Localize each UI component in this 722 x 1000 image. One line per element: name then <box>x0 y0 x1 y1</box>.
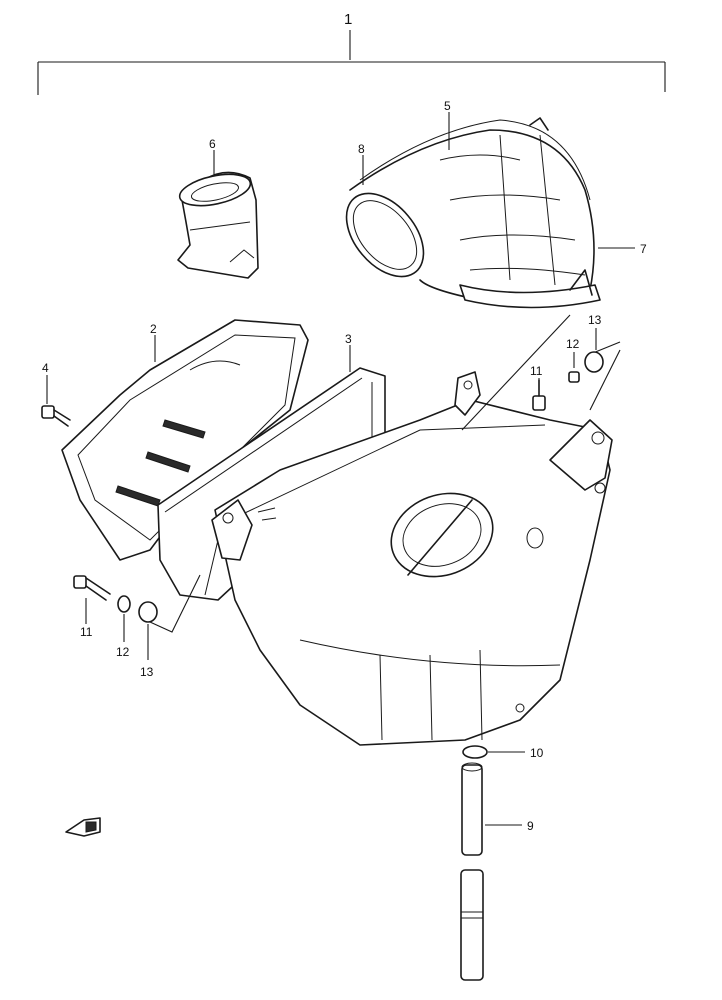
assembly-bracket <box>37 30 666 95</box>
callout-6: 6 <box>209 137 216 151</box>
part-6-intake-duct <box>177 171 259 279</box>
callout-12-right: 12 <box>566 337 580 351</box>
callout-1: 1 <box>344 11 352 28</box>
callout-10: 10 <box>530 746 544 760</box>
part-10-clamp <box>462 745 488 759</box>
part-2-airbox-cover <box>61 319 309 561</box>
callout-11-left: 11 <box>80 625 93 639</box>
part-9-drain-hose <box>460 762 484 981</box>
callout-2: 2 <box>150 322 157 336</box>
left-fastener-group <box>73 575 158 623</box>
callout-13-right: 13 <box>588 313 602 327</box>
callout-12-left: 12 <box>116 645 130 659</box>
front-direction-arrow-icon <box>65 817 101 837</box>
air-cleaner-case <box>211 371 613 746</box>
callout-3: 3 <box>345 332 352 346</box>
callout-11-right: 11 <box>530 364 543 378</box>
callout-4: 4 <box>42 361 49 375</box>
callout-7: 7 <box>640 242 647 256</box>
part-4-screw <box>41 405 71 427</box>
part-8-intake-boot <box>345 117 601 309</box>
callout-8: 8 <box>358 142 365 156</box>
right-fastener-group <box>532 351 604 411</box>
callout-13-left: 13 <box>140 665 154 679</box>
callout-9: 9 <box>527 819 534 833</box>
callout-5: 5 <box>444 99 451 113</box>
